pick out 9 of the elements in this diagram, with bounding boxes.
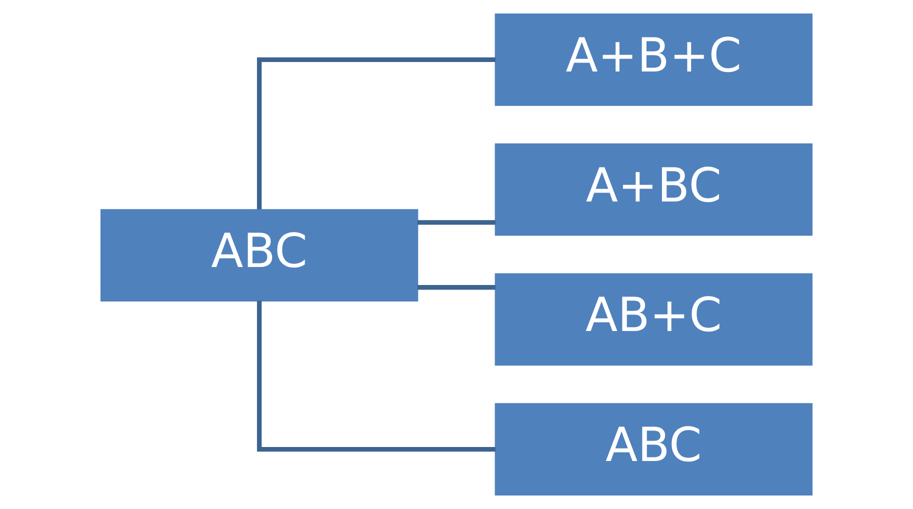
connector (417, 285, 496, 290)
connector (256, 57, 496, 210)
node-box: A+BC (494, 143, 813, 236)
connector (256, 300, 496, 452)
node-box: ABC (100, 209, 418, 302)
node-box: ABC (494, 403, 813, 496)
node-box: A+B+C (494, 14, 813, 106)
node-box: AB+C (494, 273, 813, 366)
connector (417, 220, 496, 225)
